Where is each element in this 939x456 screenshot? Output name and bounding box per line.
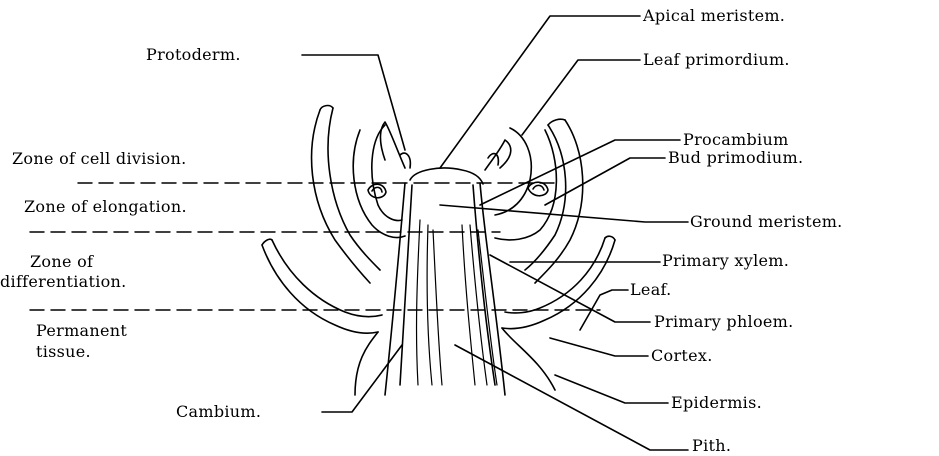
stem-outline [385,183,505,395]
label-protoderm: Protoderm. [146,46,241,64]
outer-leaves [262,106,615,334]
label-leaf: Leaf. [630,281,672,299]
label-pith: Pith. [692,437,731,455]
label-leaf-primordium: Leaf primordium. [643,51,790,69]
label-ground-meristem: Ground meristem. [690,213,843,231]
zone-differentiation-line2: differentiation. [0,273,127,291]
label-primary-phloem: Primary phloem. [654,313,794,331]
zone-elongation: Zone of elongation. [24,198,187,216]
label-apical-meristem: Apical meristem. [643,7,785,25]
zone-cell-division: Zone of cell division. [12,150,186,168]
label-bud-primodium: Bud primodium. [668,149,803,167]
lower-stem [355,328,555,395]
label-primary-xylem: Primary xylem. [662,252,789,270]
label-cambium: Cambium. [176,403,261,421]
zone-differentiation-line1: Zone of [30,253,93,271]
label-cortex: Cortex. [651,347,713,365]
label-epidermis: Epidermis. [671,394,762,412]
zone-permanent-line1: Permanent [36,322,127,340]
zone-permanent-line2: tissue. [36,343,91,361]
label-procambium: Procambium [683,131,789,149]
